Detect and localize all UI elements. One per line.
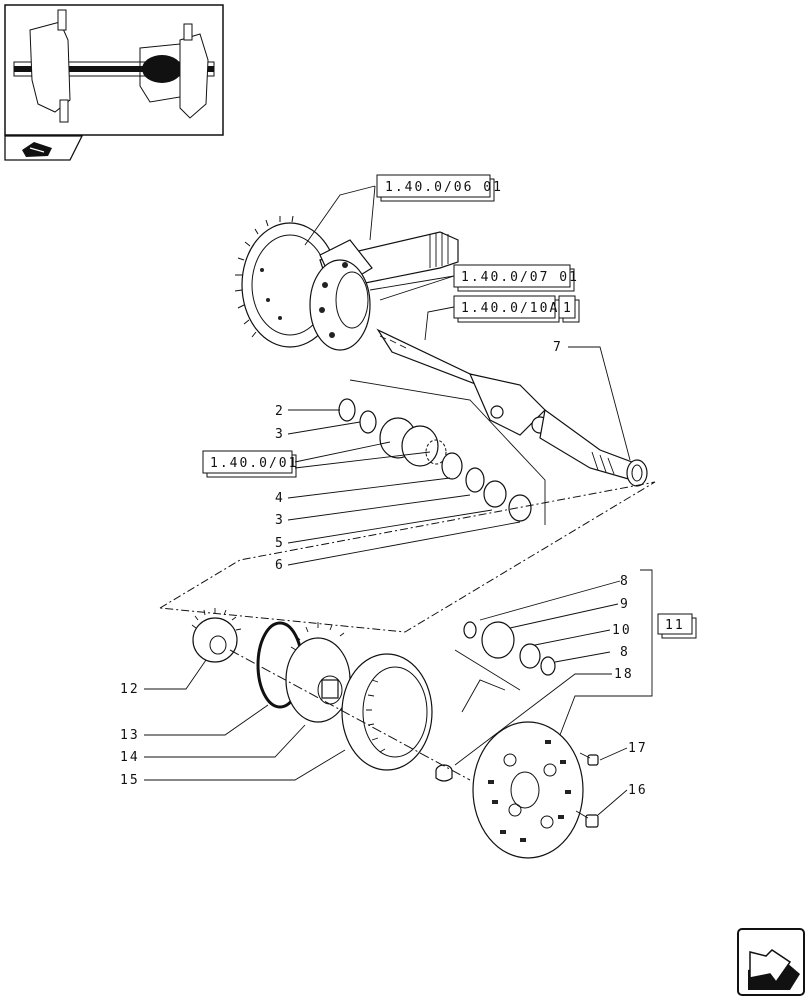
bolt-17 bbox=[579, 752, 599, 766]
reference-bearing-label: 1.40.0/01 bbox=[210, 456, 298, 471]
callout-10: 10 bbox=[612, 623, 632, 638]
sun-gear-14 bbox=[285, 622, 351, 723]
vehicle-section-icon bbox=[4, 135, 84, 161]
reference-gearset-label: 1.40.0/06 01 bbox=[385, 180, 503, 195]
seal-ring-7 bbox=[626, 459, 648, 487]
callout-9: 9 bbox=[620, 597, 630, 612]
reference-box-gearset[interactable]: 1.40.0/06 01 bbox=[376, 174, 503, 202]
reference-box-differential[interactable]: 1.40.0/07 01 bbox=[453, 264, 579, 292]
pin-18 bbox=[435, 764, 453, 782]
bearing-stack bbox=[338, 379, 546, 525]
reference-box-bearing[interactable]: 1.40.0/01 bbox=[202, 450, 298, 478]
callout-6: 6 bbox=[275, 558, 285, 573]
callout-4: 4 bbox=[275, 491, 285, 506]
assembly-axis-line bbox=[229, 649, 471, 781]
section-dashed-outline bbox=[158, 481, 656, 633]
callout-3-upper: 3 bbox=[275, 427, 285, 442]
planet-gear-12 bbox=[191, 608, 242, 663]
callout-8-lower: 8 bbox=[620, 645, 630, 660]
ring-gear-15 bbox=[341, 653, 433, 771]
reference-box-group[interactable]: 11 bbox=[657, 613, 697, 639]
callout-5: 5 bbox=[275, 536, 285, 551]
reference-box-shaft[interactable]: 1.40.0/10A 1 bbox=[453, 295, 580, 323]
reference-shaft-quantity: 1 bbox=[563, 301, 573, 316]
reference-shaft-label: 1.40.0/10A bbox=[461, 301, 559, 316]
callout-18: 18 bbox=[614, 667, 634, 682]
axle-assembly-thumbnail[interactable] bbox=[4, 4, 224, 136]
next-page-arrow-icon[interactable] bbox=[737, 928, 805, 996]
carrier-plate bbox=[472, 721, 584, 859]
callout-14: 14 bbox=[120, 750, 140, 765]
callout-2: 2 bbox=[275, 404, 285, 419]
differential-case bbox=[309, 259, 371, 351]
planet-parts-group bbox=[454, 621, 556, 713]
callout-7: 7 bbox=[553, 340, 563, 355]
callout-12: 12 bbox=[120, 682, 140, 697]
reference-differential-label: 1.40.0/07 01 bbox=[461, 270, 579, 285]
callout-3-lower: 3 bbox=[275, 513, 285, 528]
leader-lines bbox=[144, 185, 653, 816]
axle-half-shaft bbox=[376, 328, 641, 481]
callout-17: 17 bbox=[628, 741, 648, 756]
callout-13: 13 bbox=[120, 728, 140, 743]
bolt-16 bbox=[575, 810, 599, 828]
callout-8-upper: 8 bbox=[620, 574, 630, 589]
callout-15: 15 bbox=[120, 773, 140, 788]
callout-16: 16 bbox=[628, 783, 648, 798]
reference-group-label: 11 bbox=[665, 618, 685, 633]
